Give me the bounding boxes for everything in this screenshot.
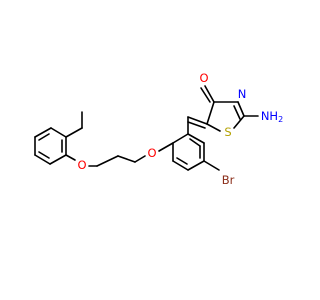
double-bond	[187, 116, 208, 125]
tolyl-ring	[34, 111, 83, 165]
atom-label-ring-nitrogen: N	[238, 87, 247, 101]
bond	[187, 160, 205, 171]
bond	[65, 154, 76, 161]
methyl-bond	[65, 127, 83, 138]
carbonyl-bond	[200, 87, 211, 103]
amine-subscript: 2	[278, 115, 283, 124]
bond	[34, 154, 51, 165]
chemical-structure-figure: O N NH2 S O O Br	[34, 71, 284, 187]
aromatic-inner-bond	[38, 133, 50, 141]
aromatic-inner-bond	[176, 157, 188, 165]
thiazolone-ring	[206, 101, 245, 132]
bond	[203, 160, 220, 171]
bond	[158, 142, 174, 152]
molecule-drawing: O N NH2 S O O Br	[34, 71, 283, 187]
bond	[187, 133, 205, 144]
double-bond	[233, 105, 241, 120]
bond	[34, 127, 52, 138]
double-bond	[187, 121, 206, 129]
aromatic-inner-bond	[38, 151, 50, 159]
double-bond	[237, 101, 245, 117]
amine-text: NH	[261, 109, 278, 123]
bond	[50, 127, 67, 138]
carbonyl-bond	[204, 85, 215, 103]
bond	[172, 160, 189, 171]
bond	[49, 154, 67, 165]
atom-label-amine: NH2	[261, 109, 283, 124]
atom-label-carbonyl-oxygen: O	[199, 71, 208, 85]
bond	[134, 155, 146, 163]
bond	[233, 115, 245, 129]
bond	[206, 101, 215, 125]
bond	[172, 133, 189, 144]
bromophenyl-ring	[172, 133, 205, 171]
bond	[96, 155, 119, 167]
bond	[117, 155, 136, 163]
aromatic-inner-bond	[189, 138, 201, 147]
bond	[206, 123, 221, 132]
atom-label-ether-oxygen-2: O	[77, 158, 86, 172]
atom-label-ether-oxygen-1: O	[147, 146, 156, 160]
atom-label-sulfur: S	[224, 125, 231, 139]
atom-label-bromine: Br	[222, 173, 235, 187]
